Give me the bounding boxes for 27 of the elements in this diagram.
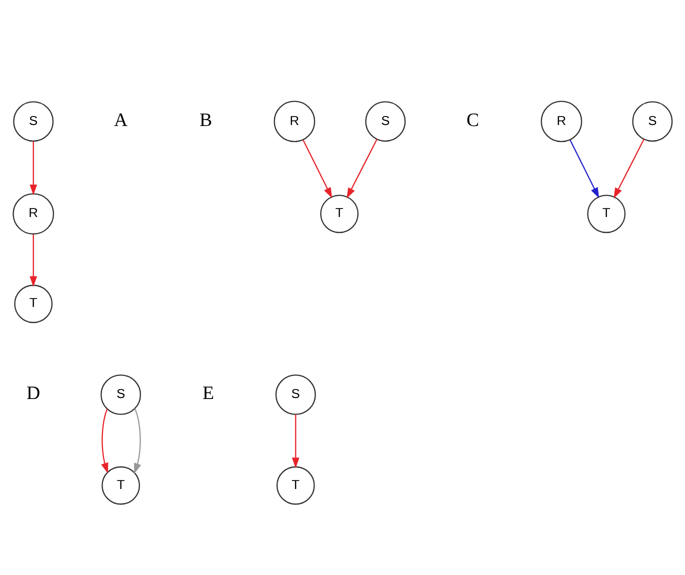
- node-circle: T: [587, 194, 626, 234]
- node-circle: S: [365, 101, 406, 142]
- node-circle: T: [14, 284, 53, 324]
- node-circle: T: [276, 466, 315, 505]
- node-circle: R: [274, 100, 316, 142]
- arrow: [302, 140, 332, 198]
- node-circle: R: [540, 100, 582, 142]
- arrow: [292, 414, 300, 468]
- arrow: [30, 141, 38, 196]
- label: E: [202, 383, 214, 404]
- label: A: [114, 110, 128, 131]
- label: B: [200, 110, 212, 131]
- node-circle: T: [320, 194, 359, 234]
- node-circle: S: [632, 101, 673, 142]
- arrow: [614, 138, 645, 198]
- node-circle: R: [12, 193, 54, 235]
- node-circle: S: [100, 374, 142, 415]
- arrow: [346, 138, 378, 198]
- node-circle: S: [13, 101, 54, 142]
- arrow: [101, 408, 108, 474]
- arrow: [134, 408, 142, 474]
- label: C: [466, 110, 480, 131]
- arrow: [30, 234, 38, 287]
- node-circle: T: [102, 466, 140, 505]
- label: D: [26, 383, 40, 404]
- node-circle: S: [275, 374, 316, 415]
- arrow: [570, 140, 600, 198]
